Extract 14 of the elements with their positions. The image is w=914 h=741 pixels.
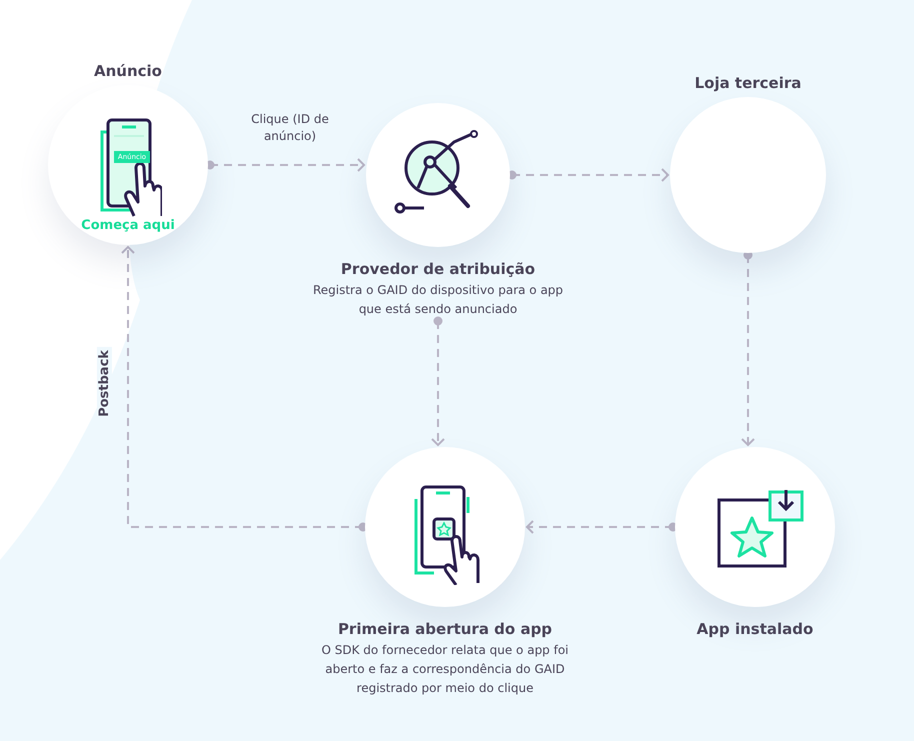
- step-heading: Loja terceira: [694, 73, 802, 93]
- step-title: Provedor de atribuição: [340, 259, 536, 279]
- step-title: App instalado: [696, 619, 814, 639]
- dashed-arrow: [526, 520, 678, 534]
- dashed-arrow: [508, 168, 669, 182]
- step-heading: Anúncio: [94, 61, 162, 81]
- dashed-arrow: [741, 250, 755, 446]
- start-label: Começa aqui: [80, 218, 176, 233]
- dashed-arrow: [121, 246, 368, 532]
- step-description: Registra o GAID do dispositivo para o app que está sendo anunciado: [312, 282, 564, 318]
- step-title: Primeira abertura do app: [338, 619, 552, 639]
- dashed-arrow: [431, 316, 445, 446]
- step-description: O SDK do fornecedor relata que o app foi aberto e faz a correspondência do GAID registrado por meio do clique: [320, 642, 570, 697]
- dashed-arrow: [206, 158, 365, 172]
